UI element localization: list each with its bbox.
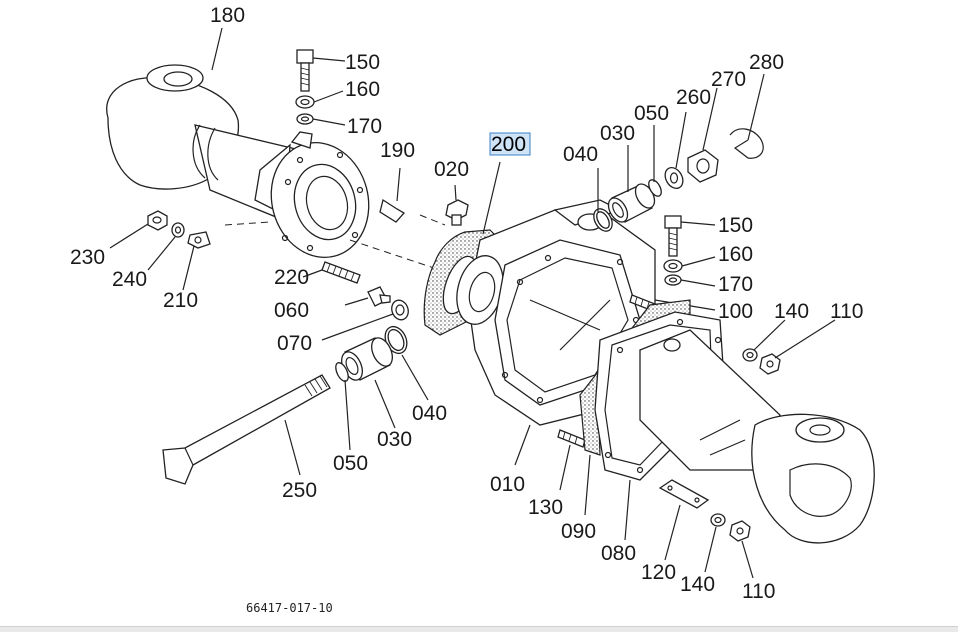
label-050-right: 050 — [634, 102, 669, 125]
bushing-group-left — [335, 325, 429, 451]
label-020: 020 — [434, 158, 469, 181]
shaft-250 — [162, 374, 331, 485]
label-230: 230 — [70, 246, 105, 269]
label-200: 200 — [491, 133, 526, 156]
pin-190 — [379, 167, 406, 223]
label-090: 090 — [561, 520, 596, 543]
label-160-left: 160 — [345, 78, 380, 101]
bushing-group-right — [593, 73, 765, 232]
label-050-left: 050 — [333, 452, 368, 475]
stud-130 — [557, 429, 586, 491]
label-280: 280 — [749, 51, 784, 74]
label-170-left: 170 — [347, 115, 382, 138]
label-100: 100 — [718, 300, 753, 323]
bolt-assembly-left — [295, 49, 346, 126]
bottom-scrollbar-strip — [0, 626, 958, 632]
label-130: 130 — [528, 496, 563, 519]
label-070: 070 — [277, 332, 312, 355]
seal-070 — [321, 299, 409, 341]
nut-washer-right-upper — [742, 319, 836, 375]
highlight-box-200 — [489, 132, 531, 156]
nut-washer-group-230-240-210 — [109, 210, 211, 291]
label-140-upper: 140 — [774, 300, 809, 323]
label-080: 080 — [601, 542, 636, 565]
label-210: 210 — [163, 289, 198, 312]
label-250: 250 — [282, 479, 317, 502]
axle-housing-right — [639, 329, 875, 544]
bolt-assembly-right — [654, 215, 716, 311]
label-120: 120 — [641, 561, 676, 584]
label-270: 270 — [711, 68, 746, 91]
label-160-right: 160 — [718, 243, 753, 266]
label-110-upper: 110 — [830, 300, 863, 323]
breather-020 — [445, 184, 469, 226]
label-220: 220 — [274, 266, 309, 289]
label-180: 180 — [210, 4, 245, 27]
label-260: 260 — [676, 86, 711, 109]
label-110-lower: 110 — [742, 580, 775, 603]
label-170-right: 170 — [718, 273, 753, 296]
label-030-left: 030 — [377, 428, 412, 451]
label-150-right: 150 — [718, 214, 753, 237]
label-150-left: 150 — [345, 51, 380, 74]
plug-060 — [344, 286, 391, 307]
label-010: 010 — [490, 473, 525, 496]
label-060: 060 — [274, 299, 309, 322]
label-240: 240 — [112, 268, 147, 291]
label-040-right: 040 — [563, 143, 598, 166]
label-040-left: 040 — [412, 402, 447, 425]
nut-washer-right-lower — [704, 513, 754, 579]
plate-120 — [658, 479, 710, 561]
label-030-right: 030 — [600, 122, 635, 145]
axle-housing-180 — [106, 64, 370, 259]
stud-220 — [302, 261, 361, 284]
label-190: 190 — [380, 139, 415, 162]
label-140-lower: 140 — [680, 573, 715, 596]
part-labels: 180 150 160 170 190 200 020 040 030 050 … — [70, 4, 863, 615]
document-id: 66417-017-10 — [246, 601, 333, 615]
